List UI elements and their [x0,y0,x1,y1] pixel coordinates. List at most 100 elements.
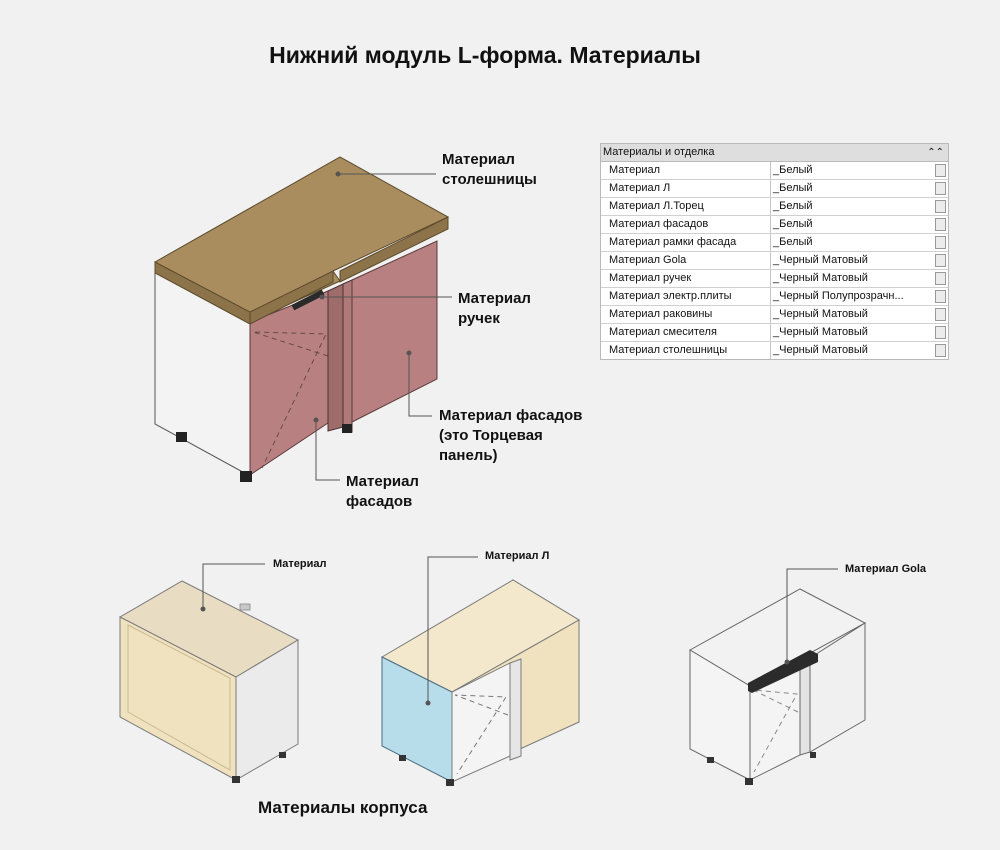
property-browse-button[interactable] [935,254,946,267]
property-name: Материал [601,162,771,179]
leader-handles-dot [319,294,325,300]
callout-handles-line-1: Материал [458,290,531,307]
leader-material-l-dot [425,700,431,706]
callout-handles-material: Материал ручек [458,289,531,329]
properties-group-title: Материалы и отделка [603,146,715,158]
property-row[interactable]: Материал раковины_Черный Матовый [601,306,948,324]
property-name: Материал Л.Торец [601,198,771,215]
page-title: Нижний модуль L-форма. Материалы [269,42,701,68]
main-divider-post-face [342,279,353,433]
property-name: Материал фасадов [601,216,771,233]
cab3-foot-1 [707,757,714,763]
property-browse-button[interactable] [935,272,946,285]
property-browse-button[interactable] [935,308,946,321]
property-row[interactable]: Материал Gola_Черный Матовый [601,252,948,270]
cab1-foot-2 [279,752,286,758]
callout-countertop-line-1: Материал [442,151,515,168]
property-row[interactable]: Материал ручек_Черный Матовый [601,270,948,288]
property-row[interactable]: Материал фасадов_Белый [601,216,948,234]
leader-gola-dot [784,659,790,665]
property-name: Материал смесителя [601,324,771,341]
property-browse-button[interactable] [935,326,946,339]
property-browse-button[interactable] [935,290,946,303]
cab1-foot-1 [232,776,240,783]
main-foot-3 [342,424,352,433]
property-value[interactable]: _Белый [773,236,813,248]
callout-material: Материал [273,558,327,570]
cab3-foot-2 [745,778,753,785]
cab1-front-inner [127,624,231,771]
callout-material-gola: Материал Gola [845,563,927,575]
cab3-dashed-lines [752,689,799,773]
property-value[interactable]: _Черный Матовый [773,272,868,284]
property-row[interactable]: Материал Л_Белый [601,180,948,198]
callout-end-panel-line-2: (это Торцевая [439,427,543,444]
property-name: Материал раковины [601,306,771,323]
property-browse-button[interactable] [935,236,946,249]
main-cabinet [154,156,452,482]
property-value[interactable]: _Черный Матовый [773,254,868,266]
property-row[interactable]: Материал рамки фасада_Белый [601,234,948,252]
main-foot-1 [176,432,187,442]
properties-group-header[interactable]: Материалы и отделка ⌃⌃ [601,144,948,162]
property-value[interactable]: _Черный Полупрозрачн... [773,290,904,302]
cab2-foot-2 [446,779,454,786]
callout-handles-line-2: ручек [458,310,500,327]
carcass-cabinet-material-l [380,556,580,786]
callout-material-l: Материал Л [485,550,550,562]
carcass-materials-title: Материалы корпуса [258,798,428,817]
cab1-bracket [239,603,251,611]
main-foot-2 [240,471,252,482]
property-name: Материал Gola [601,252,771,269]
cab3-foot-3 [810,752,816,758]
leader-end-panel-dot [406,350,412,356]
property-value[interactable]: _Белый [773,218,813,230]
leader-countertop-dot [335,171,341,177]
cab2-dashed-lines [454,694,509,775]
property-row[interactable]: Материал_Белый [601,162,948,180]
callout-facades-line-1: Материал [346,473,419,490]
property-name: Материал Л [601,180,771,197]
main-handle-icon [291,289,325,311]
property-name: Материал столешницы [601,342,771,359]
property-value[interactable]: _Белый [773,164,813,176]
property-browse-button[interactable] [935,218,946,231]
property-browse-button[interactable] [935,182,946,195]
property-value[interactable]: _Белый [773,200,813,212]
main-facade-dashed-lines [252,331,329,469]
cab3-post [799,657,811,756]
cab1-right-side [235,639,299,781]
property-value[interactable]: _Черный Матовый [773,308,868,320]
property-row[interactable]: Материал смесителя_Черный Матовый [601,324,948,342]
property-browse-button[interactable] [935,164,946,177]
callout-facades-material: Материал фасадов [346,472,419,512]
leader-gola [786,568,838,662]
property-value[interactable]: _Черный Матовый [773,344,868,356]
carcass-cabinet-material [118,563,300,783]
leader-facades-dot [313,417,319,423]
property-value[interactable]: _Белый [773,182,813,194]
leader-material-l [427,556,478,703]
leader-material [202,563,265,609]
property-browse-button[interactable] [935,344,946,357]
callout-end-panel-line-3: панель) [439,447,498,464]
cab2-post [509,658,522,761]
callout-facades-line-2: фасадов [346,493,413,510]
property-row[interactable]: Материал электр.плиты_Черный Полупрозрач… [601,288,948,306]
main-countertop-edge-right [339,216,449,283]
callout-countertop-line-2: столешницы [442,171,537,188]
carcass-cabinet-material-gola [688,568,867,785]
property-row[interactable]: Материал Л.Торец_Белый [601,198,948,216]
callout-countertop-material: Материал столешницы [442,150,537,190]
property-row[interactable]: Материал столешницы_Черный Матовый [601,342,948,359]
property-browse-button[interactable] [935,200,946,213]
property-value[interactable]: _Черный Матовый [773,326,868,338]
cab2-foot-1 [399,755,406,761]
callout-end-panel-material: Материал фасадов (это Торцевая панель) [439,406,582,466]
leader-facades [315,420,340,481]
main-countertop-edge-mid [249,270,334,325]
collapse-chevron-icon[interactable]: ⌃⌃ [927,147,944,158]
